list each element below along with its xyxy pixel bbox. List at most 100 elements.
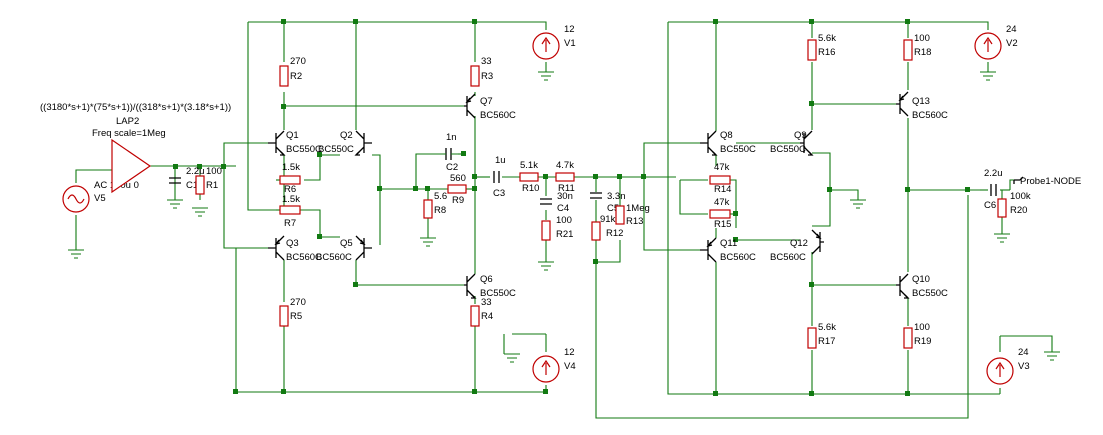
resistor-R15[interactable] [709,209,731,219]
label-R12: R12 [606,228,623,239]
label-Q6-model: BC550C [480,288,516,299]
resistor-R13[interactable] [615,205,625,225]
resistor-R16[interactable] [807,39,817,61]
capacitor-C2[interactable] [440,148,458,160]
transistor-Q7[interactable] [464,93,476,119]
source-V1[interactable] [532,32,560,60]
label-R16: R16 [818,47,835,58]
label-R8: R8 [434,205,446,216]
label-V3: V3 [1018,361,1030,372]
probe-icon[interactable] [1013,176,1024,184]
label-Q10: Q10 [912,274,930,285]
label-R20: R20 [1010,205,1027,216]
label-C6: C6 [984,200,996,211]
resistor-R19[interactable] [903,327,913,349]
resistor-R9[interactable] [447,184,467,194]
label-C5: C5 [607,203,619,214]
label-R7-value: 1.5k [282,194,300,205]
label-Q3: Q3 [286,238,299,249]
label-V4-value: 12 [564,347,575,358]
label-V5: V5 [94,193,106,204]
label-C2: C2 [446,162,458,173]
transistor-Q9[interactable] [800,130,814,156]
label-R20-value: 100k [1010,191,1031,202]
label-R1-value: 100 [206,166,222,177]
resistor-R14[interactable] [709,175,731,185]
label-Q1: Q1 [286,130,299,141]
resistor-R3[interactable] [470,65,480,87]
wires [75,21,1053,419]
resistor-R12[interactable] [591,221,601,241]
label-R4-value: 33 [481,297,492,308]
resistor-R7[interactable] [279,205,301,215]
resistor-R1[interactable] [195,175,205,195]
source-V5[interactable] [62,185,90,213]
resistor-R11[interactable] [555,172,575,182]
label-R15: R15 [714,219,731,230]
label-C4: C4 [557,203,569,214]
source-V3[interactable] [986,357,1014,385]
resistor-R4[interactable] [470,305,480,327]
label-LAP2: LAP2 [116,116,139,127]
label-R2-value: 270 [290,56,306,67]
label-Q10-model: BC550C [912,288,948,299]
label-C2-value: 1n [446,132,457,143]
capacitor-C3[interactable] [493,171,500,183]
label-R6-value: 1.5k [282,162,300,173]
label-R13-value: 1Meg [626,203,650,214]
source-V4[interactable] [532,355,560,383]
source-V2[interactable] [974,32,1002,60]
label-R6: R6 [284,184,296,195]
label-R3: R3 [481,71,493,82]
resistor-R10[interactable] [519,172,539,182]
label-Q5-model: BC560C [316,252,352,263]
label-R1: R1 [206,180,218,191]
resistor-R8[interactable] [423,199,433,219]
capacitor-C1[interactable] [169,177,181,184]
label-R11: R11 [558,183,575,194]
transistor-Q1[interactable] [268,130,286,156]
transistor-Q8[interactable] [700,130,718,156]
resistor-R17[interactable] [807,327,817,349]
transistor-Q3[interactable] [268,235,285,261]
resistor-R2[interactable] [279,65,289,87]
label-V3-value: 24 [1018,347,1029,358]
transistor-Q12[interactable] [811,229,824,255]
transistor-Q6[interactable] [464,273,477,299]
lap2-block[interactable] [111,138,152,194]
label-R9-value: 560 [450,173,466,184]
transistor-Q5[interactable] [355,235,372,261]
label-R19-value: 100 [914,322,930,333]
label-V2: V2 [1006,38,1018,49]
capacitor-C4[interactable] [540,198,552,205]
label-Q8: Q8 [720,130,733,141]
probe-label: Probe1-NODE [1020,176,1081,187]
label-R10: R10 [522,183,539,194]
label-Q12: Q12 [790,238,808,249]
label-Q11-model: BC560C [720,252,756,263]
resistor-R18[interactable] [903,39,913,61]
label-Q12-model: BC560C [770,252,806,263]
label-C3: C3 [493,188,505,199]
transistor-Q2[interactable] [354,130,372,156]
label-V1-value: 12 [564,24,575,35]
label-R21: R21 [556,229,573,240]
label-Q8-model: BC550C [720,144,756,155]
resistor-R21[interactable] [541,220,551,241]
transistor-Q13[interactable] [896,91,909,117]
label-R18: R18 [914,47,931,58]
capacitor-C5[interactable] [590,192,602,199]
label-R10-value: 5.1k [520,160,538,171]
resistor-R6[interactable] [279,175,301,185]
label-R17: R17 [818,336,835,347]
transistor-Q11[interactable] [700,237,717,263]
label-R19: R19 [914,336,931,347]
label-R14: R14 [714,184,731,195]
capacitor-C6[interactable] [990,184,997,196]
label-R2: R2 [290,71,302,82]
label-R17-value: 5.6k [818,322,836,333]
resistor-R5[interactable] [279,305,289,327]
transistor-Q10[interactable] [896,273,910,299]
label-Q3-model: BC560C [286,252,322,263]
resistor-R20[interactable] [997,198,1007,218]
